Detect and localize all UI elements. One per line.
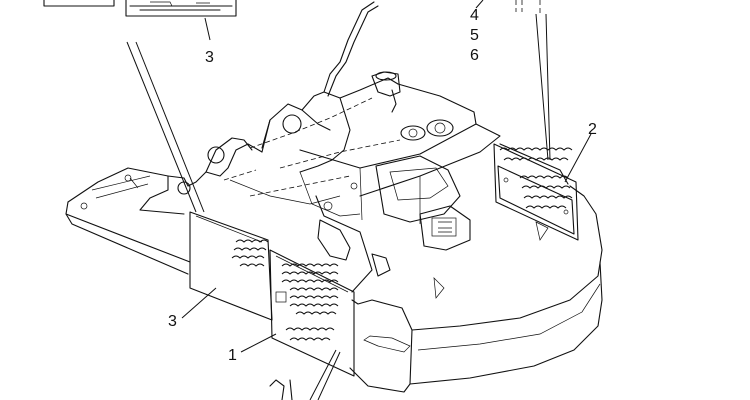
part-label-5: 5 — [470, 27, 479, 44]
cutaway-dashed-lines — [223, 97, 401, 197]
boom-mount-frame — [167, 1, 399, 205]
front-cover — [269, 249, 355, 377]
left-cover-grille — [231, 239, 269, 267]
part-label-3-cover: 3 — [168, 313, 177, 330]
top-right-dashes — [515, 0, 541, 14]
part-labels: 4 5 6 3 2 3 1 — [168, 7, 597, 364]
part-label-6: 6 — [470, 47, 479, 64]
part-label-1: 1 — [228, 347, 237, 364]
part-label-4: 4 — [470, 7, 479, 24]
left-side-cover — [189, 211, 273, 321]
callout-leaders — [126, 0, 592, 400]
inset-detail — [43, 0, 237, 17]
part-label-3-inset: 3 — [205, 49, 214, 66]
front-cover-grille — [281, 263, 339, 341]
right-side-panel — [493, 143, 579, 241]
right-panel-grille — [499, 147, 573, 209]
counterweight — [65, 167, 603, 393]
bottom-bracket — [269, 379, 293, 400]
engine-deck — [299, 71, 501, 293]
part-label-2: 2 — [588, 121, 597, 138]
